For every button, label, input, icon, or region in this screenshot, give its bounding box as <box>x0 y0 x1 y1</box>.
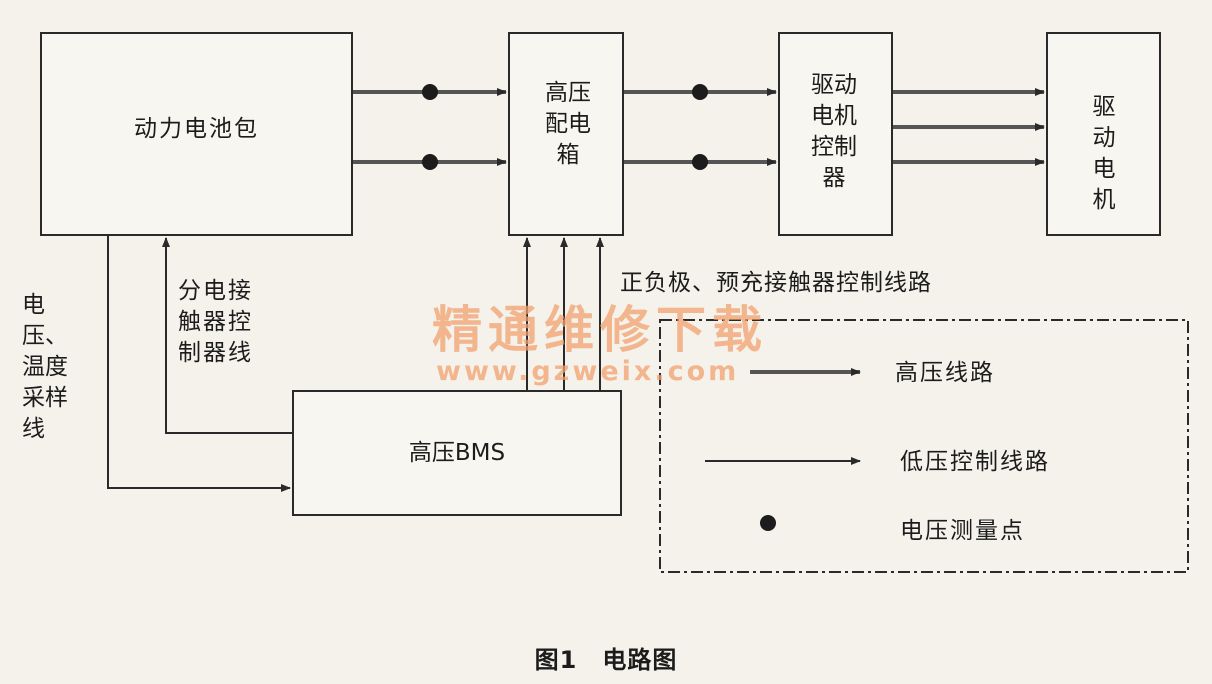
legend-lv-line-label: 低压控制线路 <box>900 449 1050 475</box>
legend-measure-point <box>760 515 776 531</box>
precharge-contactor-label: 正负极、预充接触器控制线路 <box>620 270 932 296</box>
voltage-temp-sampling-label: 电压、温度采样线 <box>22 292 68 442</box>
motor-controller-label: 驱动电机控制器 <box>811 72 857 191</box>
bms-label: 高压BMS <box>408 440 506 466</box>
legend-measure-point-label: 电压测量点 <box>900 518 1025 544</box>
measure-point <box>692 154 708 170</box>
drive-motor-box: 驱动电机 <box>1046 32 1161 236</box>
measure-point <box>422 84 438 100</box>
legend-box <box>659 319 1189 573</box>
motor-controller-box: 驱动电机控制器 <box>778 32 893 236</box>
lv-line-bms-to-battery <box>162 237 292 434</box>
hv-distribution-label: 高压配电箱 <box>545 80 591 168</box>
measure-point <box>692 84 708 100</box>
watermark-url: www.gzweix.com <box>436 356 740 387</box>
lv-line-battery-to-bms <box>107 236 291 492</box>
figure-caption: 图1 电路图 <box>534 646 678 674</box>
measure-point <box>422 154 438 170</box>
battery-pack-box: 动力电池包 <box>40 32 353 236</box>
drive-motor-label: 驱动电机 <box>1092 94 1116 213</box>
battery-pack-label: 动力电池包 <box>134 116 259 142</box>
legend-hv-line-label: 高压线路 <box>895 360 995 386</box>
watermark-text: 精通维修下载 <box>432 301 768 359</box>
hv-distribution-box: 高压配电箱 <box>508 32 624 236</box>
contactor-control-line-label: 分电接触器控制器线 <box>178 278 253 366</box>
bms-box: 高压BMS <box>292 390 622 516</box>
